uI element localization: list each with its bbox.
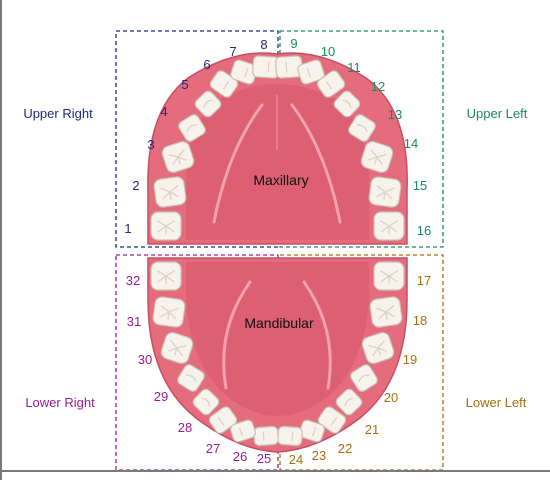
frame-bottom-border xyxy=(0,470,550,472)
upper-tooth-16 xyxy=(373,211,405,241)
upper-palate-highlight-left xyxy=(212,103,264,224)
maxillary-arch: Maxillary xyxy=(147,52,408,245)
lower-tooth-26 xyxy=(229,419,257,443)
lower-right-label: Lower Right xyxy=(25,395,95,410)
tooth-number-20: 20 xyxy=(384,390,398,405)
mandibular-arch: Mandibular xyxy=(147,257,408,453)
upper-tooth-4 xyxy=(178,114,206,142)
upper-tooth-15 xyxy=(368,176,402,208)
lower-left-label: Lower Left xyxy=(466,395,527,410)
lower-tooth-17 xyxy=(373,261,405,291)
maxillary-label: Maxillary xyxy=(253,172,308,188)
lower-tooth-18 xyxy=(369,296,403,328)
lower-tooth-20 xyxy=(350,364,378,392)
lower-tooth-22 xyxy=(317,406,347,434)
upper-palate xyxy=(186,84,369,240)
tooth-number-25: 25 xyxy=(257,451,271,466)
tooth-number-15: 15 xyxy=(413,178,427,193)
tooth-number-30: 30 xyxy=(138,352,152,367)
upper-tooth-1 xyxy=(150,211,182,241)
lower-palate xyxy=(186,262,369,416)
lower-tooth-29 xyxy=(177,364,205,392)
lower-tooth-27 xyxy=(208,406,238,434)
tooth-number-10: 10 xyxy=(321,44,335,59)
lower-tooth-28 xyxy=(192,388,220,416)
lower-tooth-19 xyxy=(361,332,395,364)
tooth-number-24: 24 xyxy=(289,452,303,467)
lower-tooth-24 xyxy=(277,425,303,447)
tooth-number-1: 1 xyxy=(124,221,131,236)
tooth-number-17: 17 xyxy=(417,273,431,288)
upper-tooth-14 xyxy=(360,141,394,173)
frame-left-border xyxy=(0,0,2,480)
mandibular-label: Mandibular xyxy=(244,315,314,331)
tooth-number-7: 7 xyxy=(229,44,236,59)
upper-tooth-5 xyxy=(194,90,222,118)
upper-tooth-2 xyxy=(153,176,187,208)
upper-tooth-10 xyxy=(297,59,325,85)
lower-highlight-left xyxy=(222,280,252,390)
upper-right-label: Upper Right xyxy=(23,106,93,121)
tooth-number-27: 27 xyxy=(206,441,220,456)
lower-tooth-25 xyxy=(253,425,279,447)
tooth-number-32: 32 xyxy=(126,273,140,288)
tooth-number-2: 2 xyxy=(132,178,139,193)
tooth-number-9: 9 xyxy=(290,36,297,51)
tooth-number-3: 3 xyxy=(147,137,154,152)
upper-tooth-13 xyxy=(348,114,376,142)
upper-tooth-12 xyxy=(333,90,361,118)
tooth-number-23: 23 xyxy=(312,448,326,463)
tooth-number-16: 16 xyxy=(417,223,431,238)
tooth-number-18: 18 xyxy=(413,313,427,328)
upper-tooth-11 xyxy=(316,70,346,98)
tooth-number-12: 12 xyxy=(371,79,385,94)
lower-highlight-right xyxy=(302,280,332,390)
lower-tooth-32 xyxy=(150,261,182,291)
lower-tooth-31 xyxy=(152,296,186,328)
upper-teeth xyxy=(150,55,405,241)
lower-tooth-21 xyxy=(335,388,363,416)
tooth-number-5: 5 xyxy=(181,77,188,92)
tooth-number-11: 11 xyxy=(347,60,361,75)
tooth-number-19: 19 xyxy=(403,352,417,367)
upper-palate-highlight-right xyxy=(290,103,342,224)
tooth-number-6: 6 xyxy=(203,57,210,72)
tooth-number-13: 13 xyxy=(388,107,402,122)
lower-teeth xyxy=(150,261,405,447)
tooth-number-4: 4 xyxy=(160,104,167,119)
lower-tooth-30 xyxy=(160,332,194,364)
upper-tooth-3 xyxy=(161,141,195,173)
lower-tooth-23 xyxy=(298,419,326,443)
upper-left-label: Upper Left xyxy=(467,106,528,121)
tooth-number-21: 21 xyxy=(365,422,379,437)
tooth-number-31: 31 xyxy=(127,314,141,329)
tooth-number-14: 14 xyxy=(404,136,418,151)
tooth-number-26: 26 xyxy=(233,449,247,464)
tooth-number-22: 22 xyxy=(338,441,352,456)
tooth-number-8: 8 xyxy=(260,37,267,52)
tooth-number-28: 28 xyxy=(178,420,192,435)
tooth-number-29: 29 xyxy=(154,389,168,404)
upper-tooth-6 xyxy=(209,70,239,98)
